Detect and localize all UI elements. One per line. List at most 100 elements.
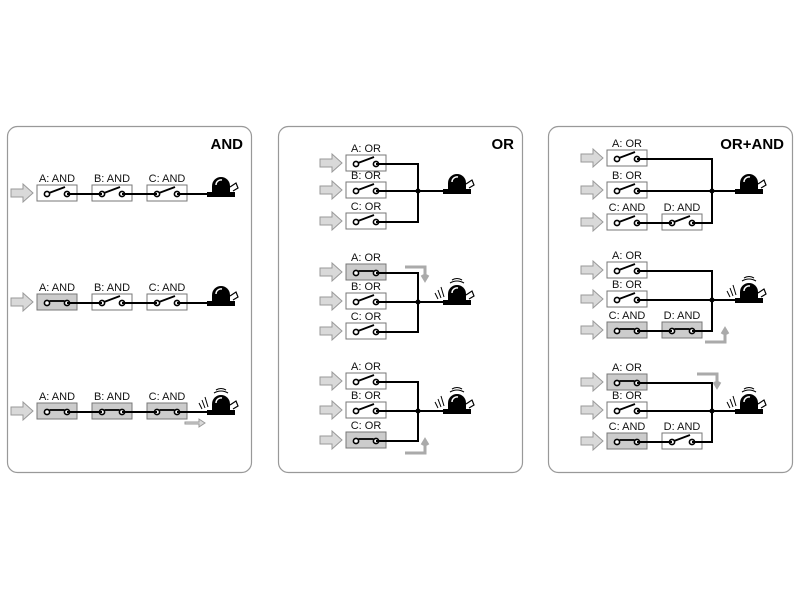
switch: A: OR bbox=[345, 143, 387, 172]
switch-label: A: OR bbox=[612, 250, 642, 262]
ring-wave bbox=[434, 286, 445, 300]
switch: D: AND bbox=[661, 202, 703, 231]
switch: D: AND bbox=[661, 310, 703, 339]
switch: C: AND bbox=[146, 391, 188, 420]
switch-label: C: OR bbox=[351, 420, 382, 432]
ring-wave bbox=[449, 389, 465, 393]
switch-label: D: AND bbox=[664, 421, 701, 433]
bell-clapper bbox=[229, 291, 239, 301]
switch-contact-open bbox=[618, 263, 636, 271]
input-arrow-icon bbox=[580, 147, 604, 169]
input-arrow-icon bbox=[319, 290, 343, 312]
switch: B: OR bbox=[606, 279, 648, 308]
switch-terminal bbox=[352, 298, 360, 306]
switch-contact-open bbox=[357, 324, 375, 332]
switch-label: A: OR bbox=[612, 138, 642, 150]
ring-wave bbox=[726, 395, 737, 409]
ring-wave bbox=[743, 386, 755, 390]
bell-clapper bbox=[465, 290, 475, 300]
bell-clapper bbox=[757, 179, 767, 189]
switch-contact-open bbox=[618, 151, 636, 159]
switch-terminal bbox=[613, 407, 621, 415]
bell-icon bbox=[443, 174, 475, 194]
bell-base bbox=[443, 189, 471, 194]
bell-base bbox=[735, 189, 763, 194]
switch-label: C: OR bbox=[351, 311, 382, 323]
bell-dome bbox=[740, 174, 758, 189]
bell-highlight bbox=[215, 179, 223, 186]
panel-title: AND bbox=[211, 136, 244, 153]
input-arrow-icon bbox=[319, 152, 343, 174]
bell-dome bbox=[448, 174, 466, 189]
ring-wave bbox=[434, 395, 445, 409]
switch: B: OR bbox=[606, 170, 648, 199]
signal-flow-arrow-icon bbox=[184, 418, 206, 428]
bell-clapper bbox=[465, 399, 475, 409]
switch-contact-open bbox=[673, 215, 691, 223]
input-arrow-icon bbox=[580, 399, 604, 421]
input-arrow-icon bbox=[580, 288, 604, 310]
panel-title: OR+AND bbox=[720, 136, 784, 153]
switch-terminal bbox=[613, 267, 621, 275]
input-arrow-icon bbox=[319, 399, 343, 421]
switch: A: OR bbox=[345, 361, 387, 390]
switch-contact-open bbox=[357, 374, 375, 382]
switch-label: B: OR bbox=[612, 279, 642, 291]
switch-contact-open bbox=[48, 186, 66, 194]
switch-terminal bbox=[613, 219, 621, 227]
panel-frame bbox=[277, 125, 524, 474]
switch: A: OR bbox=[606, 138, 648, 167]
switch: B: AND bbox=[91, 173, 133, 202]
switch: B: OR bbox=[345, 390, 387, 419]
bell-base bbox=[207, 301, 235, 306]
switch: C: AND bbox=[606, 202, 648, 231]
bell-highlight bbox=[215, 397, 223, 404]
switch-contact-open bbox=[673, 434, 691, 442]
switch-contact-open bbox=[618, 183, 636, 191]
input-arrow-icon bbox=[580, 259, 604, 281]
bell-dome bbox=[448, 394, 466, 409]
bell-dome bbox=[212, 286, 230, 301]
switch-label: B: OR bbox=[351, 281, 381, 293]
switch-contact-open bbox=[357, 156, 375, 164]
switch: B: OR bbox=[345, 170, 387, 199]
switch-label: C: AND bbox=[149, 391, 186, 403]
ring-wave bbox=[741, 278, 757, 282]
ring-wave bbox=[213, 390, 229, 394]
switch: B: AND bbox=[91, 282, 133, 311]
panel-or: ORA: ORB: ORC: ORA: ORB: ORC: ORA: ORB: … bbox=[277, 125, 524, 474]
ring-wave bbox=[451, 386, 463, 390]
bell-base bbox=[207, 192, 235, 197]
switch-label: B: AND bbox=[94, 282, 130, 294]
bell-highlight bbox=[743, 396, 751, 403]
switch-label: A: OR bbox=[351, 143, 381, 155]
signal-flow-arrow-icon bbox=[697, 372, 722, 390]
input-arrow-icon bbox=[580, 430, 604, 452]
switch-label: B: OR bbox=[612, 390, 642, 402]
switch-terminal bbox=[613, 187, 621, 195]
switch: B: OR bbox=[345, 281, 387, 310]
switch-terminal bbox=[352, 269, 360, 277]
switch-label: A: OR bbox=[612, 362, 642, 374]
switch-contact-open bbox=[103, 295, 121, 303]
switch: A: OR bbox=[606, 250, 648, 279]
input-arrow-icon bbox=[319, 179, 343, 201]
switch-contact-open bbox=[618, 292, 636, 300]
bell-highlight bbox=[451, 176, 459, 183]
switch-terminal bbox=[352, 218, 360, 226]
input-arrow-icon bbox=[319, 370, 343, 392]
bell-clapper bbox=[229, 182, 239, 192]
switch-contact-open bbox=[357, 183, 375, 191]
switch-contact-open bbox=[618, 403, 636, 411]
switch: A: OR bbox=[345, 252, 387, 281]
bell-highlight bbox=[451, 287, 459, 294]
switch-terminal bbox=[352, 160, 360, 168]
bell-clapper bbox=[229, 400, 239, 410]
bell-highlight bbox=[743, 176, 751, 183]
switch-terminal bbox=[352, 407, 360, 415]
switch-label: A: AND bbox=[39, 282, 75, 294]
bell-highlight bbox=[451, 396, 459, 403]
